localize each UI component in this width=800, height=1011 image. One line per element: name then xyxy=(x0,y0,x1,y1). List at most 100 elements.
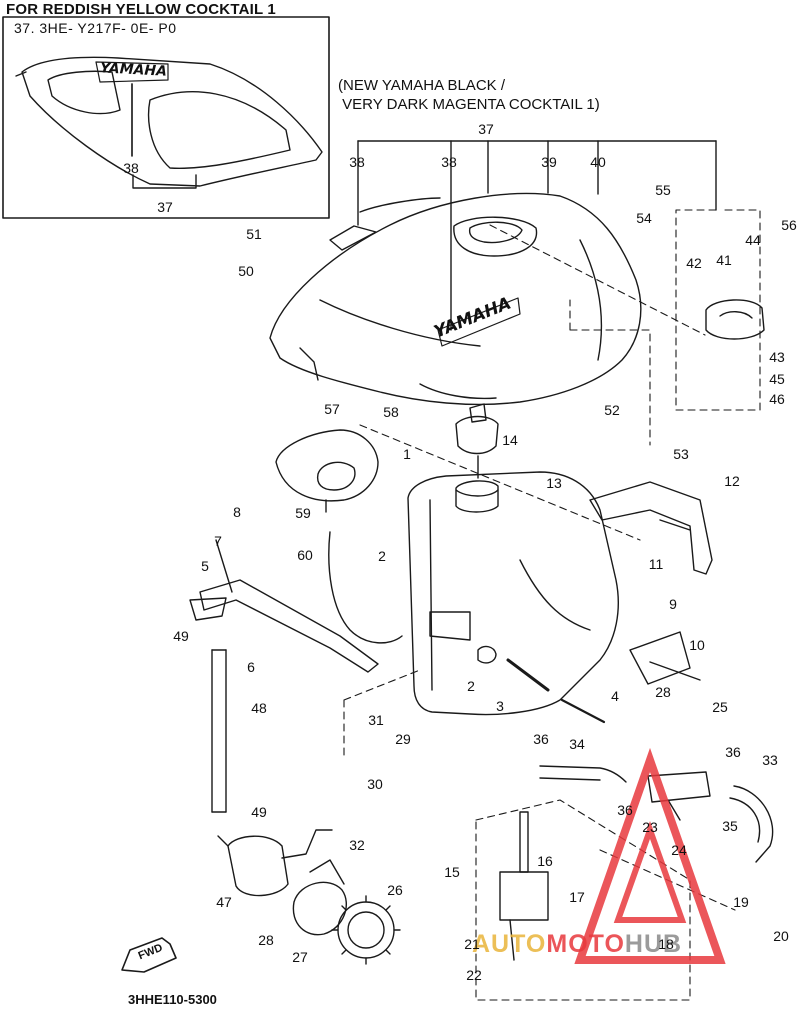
callout-8: 8 xyxy=(233,504,241,520)
watermark-part2: MOTO xyxy=(546,930,625,958)
callout-52: 52 xyxy=(604,402,620,418)
callout-36-a: 36 xyxy=(533,731,549,747)
callout-38-a: 38 xyxy=(349,154,365,170)
callout-45: 45 xyxy=(769,371,785,387)
callout-7: 7 xyxy=(214,533,222,549)
callout-23: 23 xyxy=(642,819,658,835)
callout-3: 3 xyxy=(496,698,504,714)
callout-19: 19 xyxy=(733,894,749,910)
filler-gasket xyxy=(275,429,379,513)
callout-24: 24 xyxy=(671,842,687,858)
callout-55: 55 xyxy=(655,182,671,198)
callout-38-inset: 38 xyxy=(123,160,139,176)
hose-33 xyxy=(729,785,774,863)
callout-56: 56 xyxy=(781,217,797,233)
callout-46: 46 xyxy=(769,391,785,407)
callout-22: 22 xyxy=(466,967,482,983)
inset-frame xyxy=(2,16,330,219)
callout-53: 53 xyxy=(673,446,689,462)
fuel-cap xyxy=(455,403,499,479)
callout-1: 1 xyxy=(403,446,411,462)
callout-47: 47 xyxy=(216,894,232,910)
cap-assembly xyxy=(705,299,765,340)
callout-34: 34 xyxy=(569,736,585,752)
front-arrow xyxy=(121,937,177,973)
hose-48 xyxy=(211,649,227,813)
damper-9 xyxy=(629,631,701,685)
watermark-text: AUTOMOTOHUB xyxy=(472,930,682,959)
gear-26 xyxy=(331,895,401,965)
callout-59: 59 xyxy=(295,505,311,521)
variant-note: (NEW YAMAHA BLACK / VERY DARK MAGENTA CO… xyxy=(338,77,600,113)
fuel-pump xyxy=(217,829,333,897)
callout-30: 30 xyxy=(367,776,383,792)
callout-32: 32 xyxy=(349,837,365,853)
variant-bracket xyxy=(357,140,717,331)
inset-emblem-text: YAMAHA xyxy=(99,60,168,80)
callout-4: 4 xyxy=(611,688,619,704)
callout-40: 40 xyxy=(590,154,606,170)
tank-cover xyxy=(269,192,642,406)
watermark-part3: HUB xyxy=(624,930,683,958)
fuel-tank xyxy=(407,471,619,716)
callout-36-c: 36 xyxy=(617,802,633,818)
callout-36-b: 36 xyxy=(725,744,741,760)
callout-60: 60 xyxy=(297,547,313,563)
callout-49-b: 49 xyxy=(251,804,267,820)
callout-28-b: 28 xyxy=(258,932,274,948)
callout-10: 10 xyxy=(689,637,705,653)
callout-58: 58 xyxy=(383,404,399,420)
callout-43: 43 xyxy=(769,349,785,365)
callout-20: 20 xyxy=(773,928,789,944)
callout-14: 14 xyxy=(502,432,518,448)
callout-5: 5 xyxy=(201,558,209,574)
callout-13: 13 xyxy=(546,475,562,491)
callout-38-b: 38 xyxy=(441,154,457,170)
callout-49-a: 49 xyxy=(173,628,189,644)
callout-12: 12 xyxy=(724,473,740,489)
diagram-code: 3HHE110-5300 xyxy=(128,992,217,1007)
callout-9: 9 xyxy=(669,596,677,612)
leader-lines-dashed xyxy=(343,209,761,1001)
callout-37-inset: 37 xyxy=(157,199,173,215)
callout-2-a: 2 xyxy=(378,548,386,564)
callout-16: 16 xyxy=(537,853,553,869)
callout-35: 35 xyxy=(722,818,738,834)
callout-39: 39 xyxy=(541,154,557,170)
callout-31: 31 xyxy=(368,712,384,728)
callout-2-b: 2 xyxy=(467,678,475,694)
callout-6: 6 xyxy=(247,659,255,675)
inset-title: FOR REDDISH YELLOW COCKTAIL 1 xyxy=(6,1,276,18)
inset-part-number: 37. 3HE- Y217F- 0E- P0 xyxy=(14,20,177,36)
stay-bracket xyxy=(189,539,379,673)
fuel-cock xyxy=(499,811,549,961)
bolt-4 xyxy=(560,698,606,724)
callout-42: 42 xyxy=(686,255,702,271)
callout-11: 11 xyxy=(648,556,664,572)
watermark-logo xyxy=(574,747,726,964)
callout-33: 33 xyxy=(762,752,778,768)
bracket-11 xyxy=(589,481,713,575)
callout-41: 41 xyxy=(716,252,732,268)
hose-34 xyxy=(539,765,627,783)
hose-60 xyxy=(328,531,403,644)
watermark-part1: AUTO xyxy=(472,930,547,958)
callout-50: 50 xyxy=(238,263,254,279)
callout-15: 15 xyxy=(444,864,460,880)
callout-51: 51 xyxy=(246,226,262,242)
filter-23 xyxy=(647,771,711,821)
callout-26: 26 xyxy=(387,882,403,898)
callout-27: 27 xyxy=(292,949,308,965)
callout-54: 54 xyxy=(636,210,652,226)
callout-17: 17 xyxy=(569,889,585,905)
callout-57: 57 xyxy=(324,401,340,417)
callout-21: 21 xyxy=(464,936,480,952)
callout-25: 25 xyxy=(712,699,728,715)
callout-48: 48 xyxy=(251,700,267,716)
callout-37: 37 xyxy=(478,121,494,137)
callout-18: 18 xyxy=(658,936,674,952)
callout-28-a: 28 xyxy=(655,684,671,700)
inset-side-cover xyxy=(15,56,323,189)
callout-44: 44 xyxy=(745,232,761,248)
